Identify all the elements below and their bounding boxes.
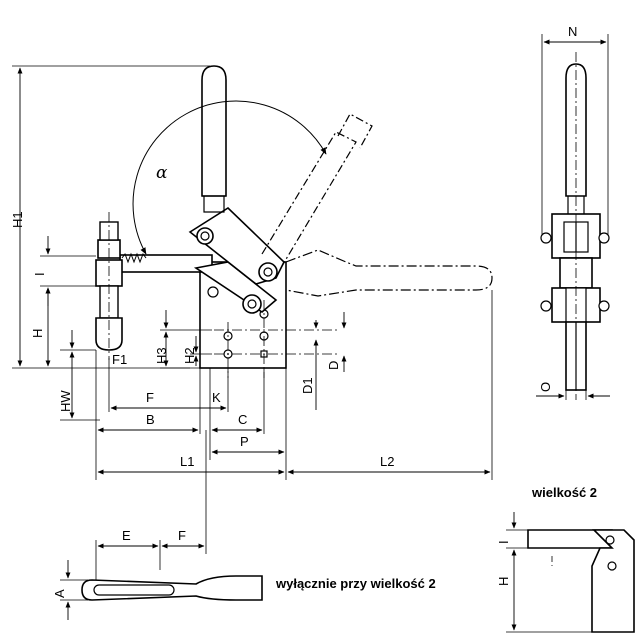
size2-detail: wielkość 2 I H xyxy=(496,485,635,633)
label-B: B xyxy=(146,412,155,427)
label-D1: D1 xyxy=(300,377,315,394)
handle-neck xyxy=(203,196,225,213)
angle-label: α xyxy=(156,163,168,183)
label-H: H xyxy=(30,329,45,338)
label-I: I xyxy=(32,272,47,276)
bottom-spindle-detail: E F A wyłącznie przy wielkość 2 xyxy=(52,528,436,620)
handle-open-phantom xyxy=(261,131,357,267)
label-D: D xyxy=(326,361,341,370)
pivot-pin xyxy=(258,262,278,282)
dimension-lines xyxy=(17,67,491,475)
label-HW: HW xyxy=(58,390,73,412)
note-size2-only: wyłącznie przy wielkość 2 xyxy=(275,576,436,591)
pivot-small xyxy=(207,286,219,298)
label-E: E xyxy=(122,528,131,543)
pivot-pin xyxy=(247,299,257,309)
label-N: N xyxy=(568,24,577,39)
label-O: O xyxy=(538,382,553,392)
label-H1: H1 xyxy=(10,211,25,228)
handle-open-grip xyxy=(337,113,373,149)
label-F-bottom: F xyxy=(178,528,186,543)
spring xyxy=(121,252,147,264)
centerlines xyxy=(108,212,340,378)
main-side-view: α xyxy=(95,65,493,378)
label-A: A xyxy=(52,589,67,598)
label-F1: F1 xyxy=(112,352,127,367)
pivot-pin xyxy=(263,267,273,277)
label-L2: L2 xyxy=(380,454,394,469)
label-H3: H3 xyxy=(154,347,169,364)
label-P: P xyxy=(240,434,249,449)
label-F: F xyxy=(146,390,154,405)
label-K: K xyxy=(212,390,221,405)
handle-horizontal-phantom xyxy=(285,249,493,297)
extension-lines xyxy=(12,65,493,554)
angle-arc xyxy=(132,100,327,255)
label-L1: L1 xyxy=(180,454,194,469)
label-C: C xyxy=(238,412,247,427)
note-size2: wielkość 2 xyxy=(531,485,597,500)
front-view: N O xyxy=(536,24,610,400)
slot xyxy=(93,584,175,596)
pivot-pin xyxy=(242,294,262,314)
label-H2: H2 xyxy=(182,347,197,364)
label-I-small: I xyxy=(496,540,511,544)
label-H-small: H xyxy=(496,577,511,586)
pivot-pin xyxy=(196,227,214,245)
dimension-labels: H1 I H HW F1 H3 H2 D1 D F K B C P L1 L2 xyxy=(10,211,394,469)
handle-closed xyxy=(201,65,227,197)
